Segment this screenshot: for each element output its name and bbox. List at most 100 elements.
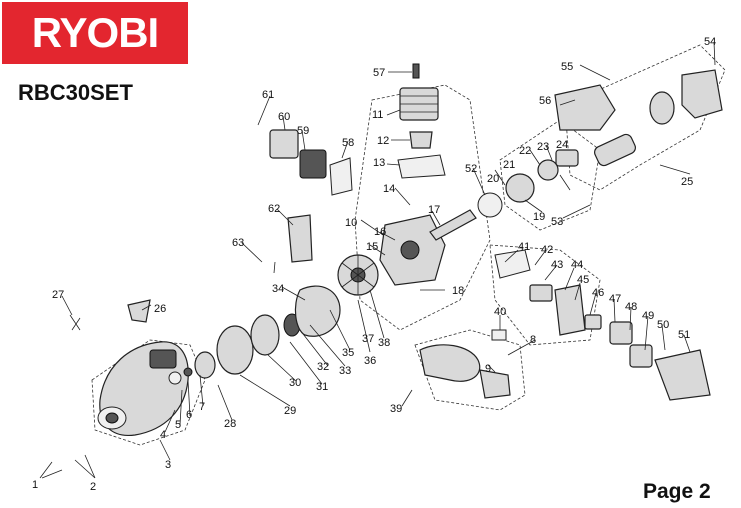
callout-16: 16 [374,226,386,238]
callout-39: 39 [390,403,402,415]
callout-27: 27 [52,289,64,301]
callout-3: 3 [165,459,171,471]
clutch-part [505,173,535,203]
callout-19: 19 [533,211,545,223]
housing-group-outline [91,339,206,446]
callout-labels: 1 2 3 4 5 6 7 8 9 10 11 12 13 14 15 16 1… [32,36,716,493]
callout-41: 41 [518,241,530,253]
bearing-part [168,371,182,385]
throttle-trigger-part [479,369,511,399]
air-filter-cover-part [554,84,616,131]
handle-group-outline [414,329,526,411]
callout-5: 5 [175,419,181,431]
callout-37: 37 [362,333,374,345]
callout-49: 49 [642,310,654,322]
callout-23: 23 [537,141,549,153]
callout-15: 15 [366,241,378,253]
callout-63: 63 [232,237,244,249]
recoil-pulley-part [250,314,280,356]
clutch-shoe-part [537,159,559,181]
callout-6: 6 [186,409,192,421]
callout-60: 60 [278,111,290,123]
logo-text: RYOBI [31,9,159,56]
cylinder-part [399,87,439,121]
callout-48: 48 [625,301,637,313]
muffler-cover-part [269,129,299,159]
callout-21: 21 [503,159,515,171]
carb-gasket-part [584,314,602,330]
bracket-part [127,299,151,323]
callout-57: 57 [373,67,385,79]
air-filter-base-part [629,344,653,368]
washer-part [183,367,193,377]
ignition-coil-part [287,214,313,263]
handle-part [419,344,481,382]
throttle-clip-part [491,329,507,341]
leader-lines [39,41,716,479]
callout-25: 25 [681,176,693,188]
callout-7: 7 [199,401,205,413]
shaft-group-outline [564,44,726,191]
ryobi-logo: RYOBI [2,2,188,64]
ignition-group-outline [489,244,601,346]
insulator-part [554,284,586,336]
callout-44: 44 [571,259,583,271]
callout-2: 2 [90,481,96,493]
callout-4: 4 [160,429,166,441]
shaft-housing-part [681,69,723,119]
callout-14: 14 [383,183,395,195]
callout-43: 43 [551,259,563,271]
ignition-bracket-part [494,249,531,279]
callout-50: 50 [657,319,669,331]
callout-24: 24 [556,139,568,151]
callout-61: 61 [262,89,274,101]
callout-31: 31 [316,381,328,393]
callout-29: 29 [284,405,296,417]
shaft-flange-part [649,91,675,125]
callout-52: 52 [465,163,477,175]
engine-group-outline [354,84,491,331]
callout-9: 9 [485,363,491,375]
callout-32: 32 [317,361,329,373]
gear-housing-part [97,341,189,437]
clutch-drum-part [194,351,216,379]
callout-8: 8 [530,334,536,346]
callout-1: 1 [32,479,38,491]
callout-45: 45 [577,274,589,286]
spark-plug-part [412,63,420,79]
shaft-coupler-part [594,133,636,167]
callout-26: 26 [154,303,166,315]
callout-51: 51 [678,329,690,341]
callout-62: 62 [268,203,280,215]
callout-20: 20 [487,173,499,185]
heat-shield-part [329,157,353,196]
callout-42: 42 [541,244,553,256]
piston-part [409,131,433,149]
callout-55: 55 [561,61,573,73]
callout-35: 35 [342,347,354,359]
callout-11: 11 [372,109,383,121]
fuel-tank-part [654,349,711,401]
carburetor-part [609,321,633,345]
gasket-part [397,154,446,179]
callout-58: 58 [342,137,354,149]
callout-10: 10 [345,217,357,229]
seal-part [477,192,503,218]
callout-33: 33 [339,365,351,377]
callout-46: 46 [592,287,604,299]
callout-12: 12 [377,135,389,147]
callout-18: 18 [452,285,464,297]
flywheel-part [337,254,379,296]
flywheel-cover-part [294,285,341,337]
clip-part [69,314,81,331]
callout-34: 34 [272,283,284,295]
callout-30: 30 [289,377,301,389]
ignition-module-part [529,284,553,302]
callout-17: 17 [428,204,440,216]
starter-cover-part [216,325,254,375]
callout-13: 13 [373,157,385,169]
callout-59: 59 [297,125,309,137]
callout-22: 22 [519,145,531,157]
callout-53: 53 [551,216,563,228]
clutch-housing-part [555,149,579,167]
